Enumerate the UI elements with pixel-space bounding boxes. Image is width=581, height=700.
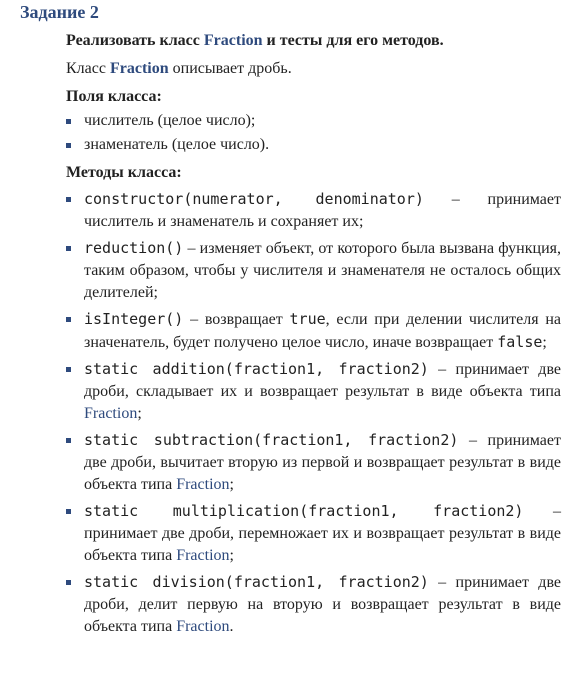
inline-code: true bbox=[289, 310, 326, 328]
fields-list: числитель (целое число); знаменатель (це… bbox=[66, 110, 561, 156]
fields-heading: Поля класса: bbox=[66, 88, 162, 105]
bullet-icon bbox=[66, 317, 71, 322]
bullet-icon bbox=[66, 438, 71, 443]
method-signature: static addition(fraction1, fraction2) bbox=[84, 360, 429, 378]
list-item: reduction() – изменяет объект, от которо… bbox=[66, 237, 561, 304]
method-signature: isInteger() bbox=[84, 310, 184, 328]
class-name: Fraction bbox=[84, 405, 138, 422]
list-item: static subtraction(fraction1, fraction2)… bbox=[66, 429, 561, 496]
bullet-icon bbox=[66, 119, 71, 124]
class-name: Fraction bbox=[109, 60, 169, 77]
bullet-icon bbox=[66, 367, 71, 372]
task-statement: Реализовать класс Fraction и тесты для е… bbox=[66, 32, 444, 49]
class-name: Fraction bbox=[176, 476, 230, 493]
method-signature: static division(fraction1, fraction2) bbox=[84, 573, 429, 591]
method-signature: reduction() bbox=[84, 239, 184, 257]
bullet-icon bbox=[66, 580, 71, 585]
method-signature: static multiplication(fraction1, fractio… bbox=[84, 502, 524, 520]
list-item: знаменатель (целое число). bbox=[66, 134, 561, 156]
bullet-icon bbox=[66, 197, 71, 202]
bullet-icon bbox=[66, 246, 71, 251]
bullet-icon bbox=[66, 143, 71, 148]
task-title: Задание 2 bbox=[20, 2, 99, 22]
bullet-icon bbox=[66, 509, 71, 514]
class-name: Fraction bbox=[176, 547, 230, 564]
methods-heading: Методы класса: bbox=[66, 164, 182, 181]
class-name: Fraction bbox=[176, 618, 230, 635]
methods-list: constructor(numerator, denominator) – пр… bbox=[66, 188, 561, 638]
list-item: числитель (целое число); bbox=[66, 110, 561, 132]
task-content: Реализовать класс Fraction и тесты для е… bbox=[66, 30, 561, 638]
list-item: static division(fraction1, fraction2) – … bbox=[66, 571, 561, 638]
class-description: Класс Fraction описывает дробь. bbox=[66, 60, 292, 77]
inline-code: false bbox=[497, 333, 543, 351]
method-signature: static subtraction(fraction1, fraction2) bbox=[84, 431, 459, 449]
class-name: Fraction bbox=[203, 32, 263, 49]
list-item: isInteger() – возвращает true, если при … bbox=[66, 308, 561, 354]
list-item: static multiplication(fraction1, fractio… bbox=[66, 500, 561, 567]
method-signature: constructor(numerator, denominator) bbox=[84, 190, 424, 208]
list-item: static addition(fraction1, fraction2) – … bbox=[66, 358, 561, 425]
list-item: constructor(numerator, denominator) – пр… bbox=[66, 188, 561, 233]
